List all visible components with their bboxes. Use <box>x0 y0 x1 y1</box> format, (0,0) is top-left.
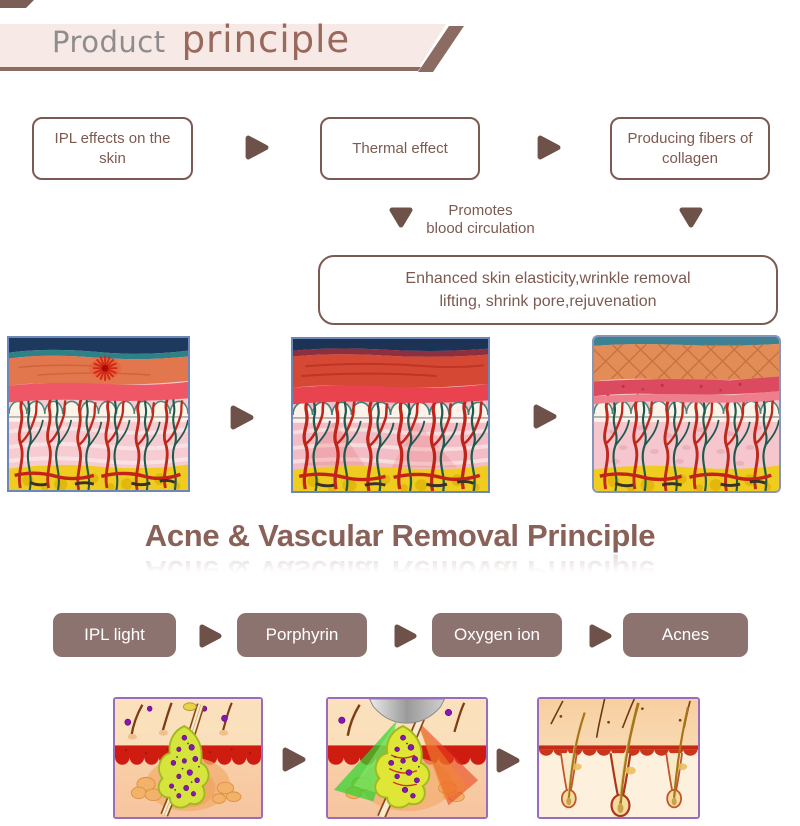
right-arrow-icon <box>587 623 613 649</box>
down-arrow-icon <box>388 206 414 229</box>
acne-diagram-ipl-treatment-art <box>328 699 486 817</box>
step-oxygen-ion-label: Oxygen ion <box>454 625 540 644</box>
promotes-note-line2: blood circulation <box>426 220 535 237</box>
acne-section-title: Acne & Vascular Removal Principle <box>144 518 656 553</box>
step-ipl-light-label: IPL light <box>84 625 145 644</box>
flow-box-producing-collagen: Producing fibers of collagen <box>610 117 770 180</box>
page-title: Product principle <box>52 18 350 61</box>
step-porphyrin: Porphyrin <box>237 613 367 657</box>
step-ipl-light: IPL light <box>53 613 176 657</box>
result-box: Enhanced skin elasticity,wrinkle removal… <box>318 255 778 325</box>
acne-diagram-clogged-pore-art <box>115 699 261 817</box>
title-word-product: Product <box>52 25 166 59</box>
ipl-handpiece-icon <box>368 699 446 724</box>
header-banner <box>0 0 464 72</box>
banner-pink-shape <box>0 24 446 69</box>
flow-box-ipl-effects: IPL effects on the skin <box>32 117 193 180</box>
flow-box-thermal-effect-label: Thermal effect <box>352 139 448 157</box>
skin-diagram-thermal-heating <box>291 337 490 493</box>
right-arrow-icon <box>531 403 558 430</box>
skin-diagram-ipl-exposure-art <box>9 338 188 490</box>
step-oxygen-ion: Oxygen ion <box>432 613 562 657</box>
banner-underline <box>0 67 421 71</box>
step-acnes: Acnes <box>623 613 748 657</box>
skin-diagram-thermal-heating-art <box>293 339 488 491</box>
banner-corner-mark <box>0 0 34 8</box>
skin-diagram-collagen-renewal <box>592 335 781 493</box>
promotes-note: Promotes blood circulation <box>408 202 553 238</box>
result-line1: Enhanced skin elasticity,wrinkle removal <box>405 270 691 287</box>
right-arrow-icon <box>197 623 223 649</box>
skin-diagram-collagen-renewal-art <box>594 337 779 491</box>
right-arrow-icon <box>535 134 562 161</box>
step-acnes-label: Acnes <box>661 625 710 644</box>
acne-section-title-reflection: Acne & Vascular Removal Principle <box>144 554 656 589</box>
flow-box-producing-collagen-label: Producing fibers of collagen <box>627 129 753 167</box>
right-arrow-icon <box>243 134 270 161</box>
acne-diagram-ipl-treatment <box>326 697 488 819</box>
title-word-principle: principle <box>181 18 351 61</box>
banner-slash-icon <box>418 26 464 72</box>
promotes-note-line1: Promotes <box>448 202 513 219</box>
result-line2: lifting, shrink pore,rejuvenation <box>439 293 657 310</box>
right-arrow-icon <box>228 404 255 431</box>
flow-box-thermal-effect: Thermal effect <box>320 117 480 180</box>
acne-diagram-clogged-pore <box>113 697 263 819</box>
clear-skin-diagram <box>537 697 700 819</box>
right-arrow-icon <box>392 623 418 649</box>
down-arrow-icon <box>678 206 704 229</box>
step-porphyrin-label: Porphyrin <box>265 625 339 644</box>
right-arrow-icon <box>280 746 307 773</box>
flow-box-ipl-effects-label: IPL effects on the skin <box>54 129 171 167</box>
clear-skin-diagram-art <box>539 699 698 817</box>
right-arrow-icon <box>494 747 521 774</box>
skin-diagram-ipl-exposure <box>7 336 190 492</box>
